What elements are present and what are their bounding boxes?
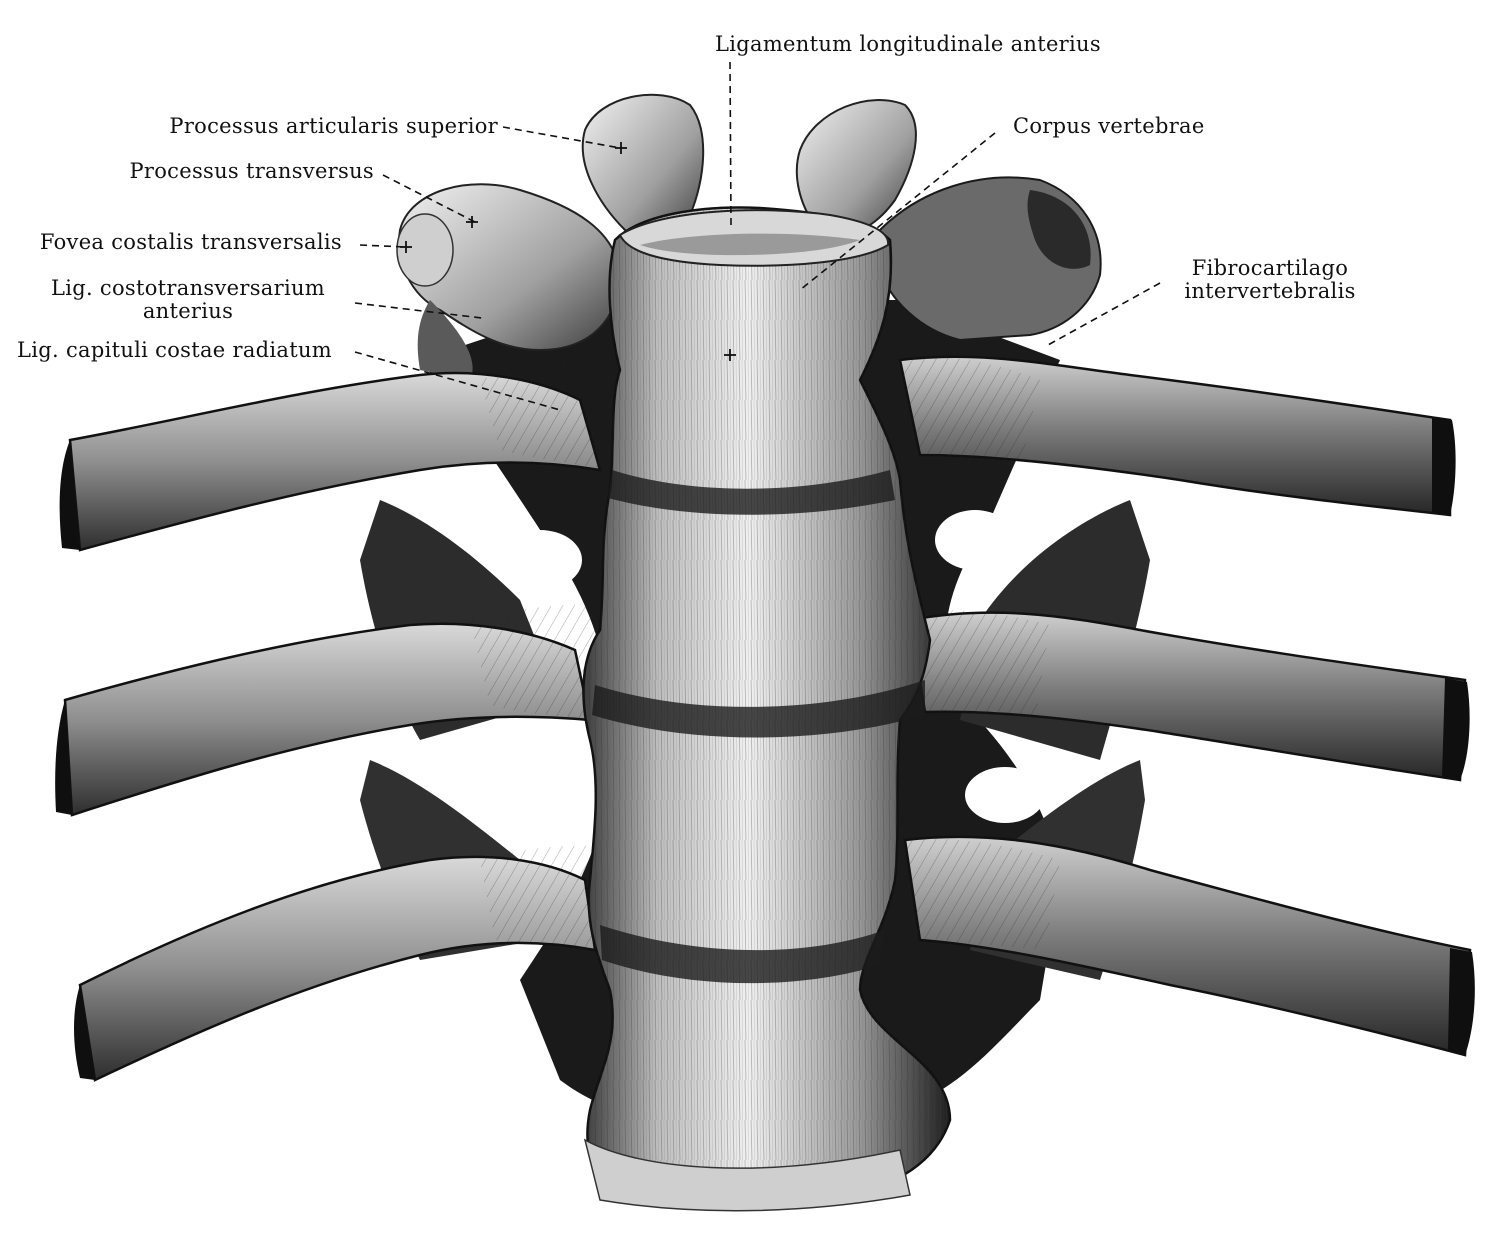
label-lig-costotransversarium: Lig. costotransversarium anterius bbox=[38, 277, 338, 323]
leader-fovea bbox=[359, 244, 407, 248]
vertebral-column bbox=[582, 206, 952, 1212]
leader-corpus bbox=[799, 132, 996, 291]
leader-ligamentum bbox=[729, 61, 732, 226]
leader-processus-transversus bbox=[382, 174, 476, 223]
leader-fibrocartilago bbox=[1047, 282, 1161, 346]
leader-lines bbox=[354, 61, 1161, 411]
label-fibrocartilago: Fibrocartilago intervertebralis bbox=[1170, 257, 1370, 303]
radiate-ligaments bbox=[470, 356, 1060, 950]
label-processus-transversus: Processus transversus bbox=[129, 159, 374, 183]
ribs-left bbox=[55, 371, 602, 1082]
label-fibrocartilago-line1: Fibrocartilago bbox=[1191, 256, 1349, 280]
leader-costotransversarium bbox=[354, 302, 483, 319]
intervertebral-foramina bbox=[475, 510, 1045, 833]
processus-articularis-shapes bbox=[581, 93, 917, 242]
label-corpus-vertebrae: Corpus vertebrae bbox=[1013, 114, 1205, 138]
processus-transversus-left bbox=[396, 183, 622, 380]
label-lig-costotransversarium-line1: Lig. costotransversarium bbox=[50, 276, 326, 300]
label-ligamentum-longitudinale: Ligamentum longitudinale anterius bbox=[715, 32, 1101, 56]
leader-markers bbox=[400, 142, 736, 361]
label-processus-articularis: Processus articularis superior bbox=[169, 114, 498, 138]
label-lig-costotransversarium-line2: anterius bbox=[142, 299, 234, 323]
leader-processus-articularis bbox=[502, 126, 621, 149]
label-fovea-costalis: Fovea costalis transversalis bbox=[39, 230, 342, 254]
label-fibrocartilago-line2: intervertebralis bbox=[1184, 279, 1356, 303]
processus-transversus-right bbox=[879, 176, 1102, 342]
label-lig-capituli: Lig. capituli costae radiatum bbox=[17, 338, 333, 362]
